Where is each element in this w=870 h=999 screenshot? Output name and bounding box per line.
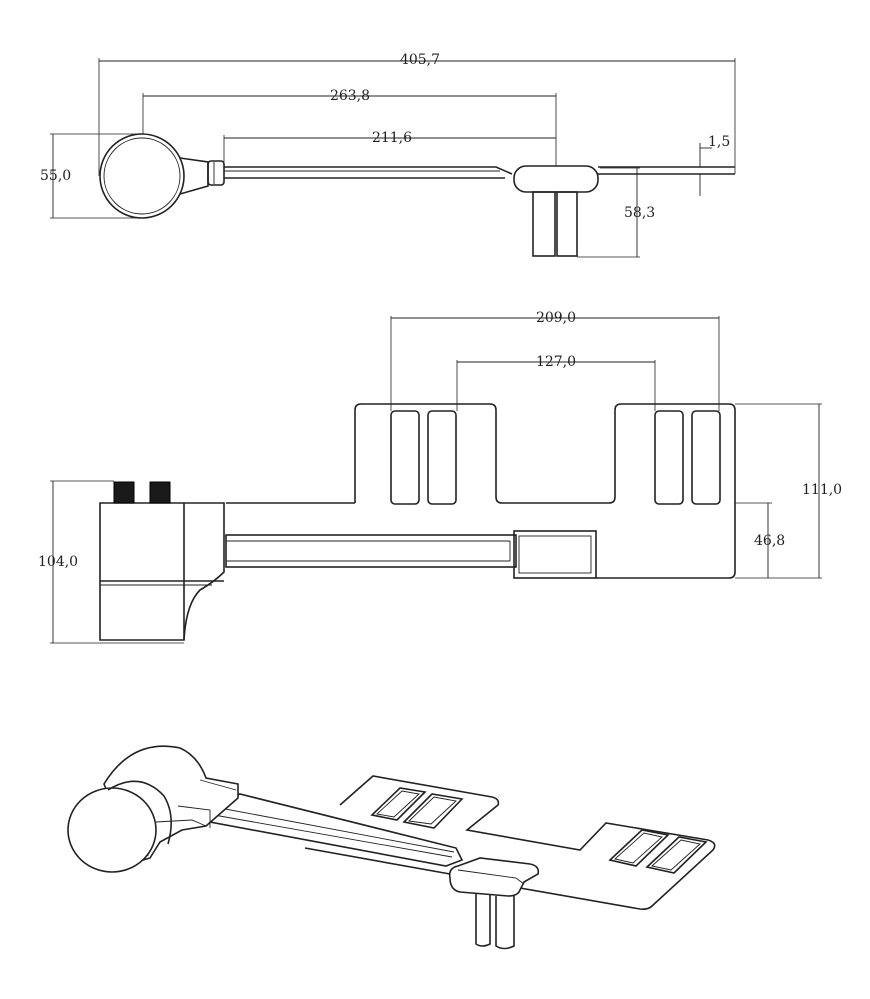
top-arm bbox=[224, 166, 513, 179]
dim-plate-depth: 111,0 bbox=[802, 482, 842, 498]
front-view: 209,0 127,0 111,0 46,8 104,0 bbox=[38, 310, 842, 644]
top-nozzle-right bbox=[556, 191, 578, 257]
iso-knob-face bbox=[67, 787, 157, 873]
front-slot-1 bbox=[390, 410, 420, 505]
dim-outer-slot-span: 209,0 bbox=[536, 310, 576, 326]
front-slot-2 bbox=[427, 410, 457, 505]
top-knob bbox=[99, 133, 185, 219]
iso-plate bbox=[304, 775, 716, 910]
iso-slot-3 bbox=[608, 829, 670, 867]
front-knob-right bbox=[149, 481, 171, 504]
dim-arm-offset: 46,8 bbox=[754, 533, 785, 549]
top-nozzle-block bbox=[513, 165, 599, 193]
top-view: 405,7 263,8 211,6 1,5 55,0 58,3 bbox=[40, 52, 736, 258]
iso-slot-2 bbox=[402, 793, 464, 829]
iso-nozzle-block bbox=[448, 857, 540, 897]
front-slot-4 bbox=[691, 410, 721, 505]
dim-body-height: 104,0 bbox=[38, 554, 78, 570]
front-slot-3 bbox=[654, 410, 684, 505]
iso-arm bbox=[196, 793, 464, 867]
iso-slot-4 bbox=[645, 836, 708, 874]
top-nozzle-left bbox=[532, 191, 556, 257]
dim-inner-slot-span: 127,0 bbox=[536, 354, 576, 370]
front-knob-left bbox=[113, 481, 135, 504]
front-body bbox=[99, 502, 225, 641]
dim-to-nozzle-center: 263,8 bbox=[330, 88, 370, 104]
iso-slot-1 bbox=[370, 787, 427, 821]
dim-overall-length: 405,7 bbox=[400, 52, 440, 68]
dim-nozzle-height: 58,3 bbox=[624, 205, 655, 221]
iso-nozzle-left bbox=[475, 894, 491, 947]
dim-knob-diameter: 55,0 bbox=[40, 168, 71, 184]
iso-nozzle-right bbox=[495, 896, 515, 950]
front-nozzle-block bbox=[513, 530, 597, 579]
isometric-view bbox=[67, 745, 716, 950]
dim-plate-thickness: 1,5 bbox=[708, 134, 730, 150]
front-plate bbox=[354, 403, 736, 579]
front-arm bbox=[225, 534, 517, 568]
dim-arm-length: 211,6 bbox=[372, 130, 412, 146]
